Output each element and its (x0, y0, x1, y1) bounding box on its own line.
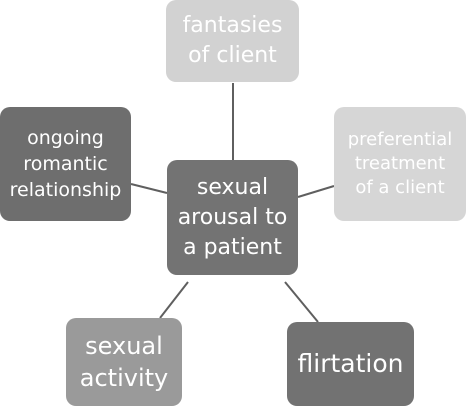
node-fantasies-of-client: fantasies of client (166, 0, 299, 82)
connector-center-ongoing (130, 183, 168, 194)
node-flirtation: flirtation (287, 322, 414, 406)
node-sexual-activity: sexual activity (66, 318, 182, 406)
connector-center-preferential (297, 185, 335, 198)
node-center-sexual-arousal: sexual arousal to a patient (167, 160, 298, 275)
node-ongoing-romantic-relationship: ongoing romantic relationship (0, 107, 131, 221)
node-preferential-treatment: preferential treatment of a client (334, 107, 466, 221)
connector-center-flirtation (284, 281, 319, 323)
connector-center-sexual-activity (159, 281, 189, 319)
